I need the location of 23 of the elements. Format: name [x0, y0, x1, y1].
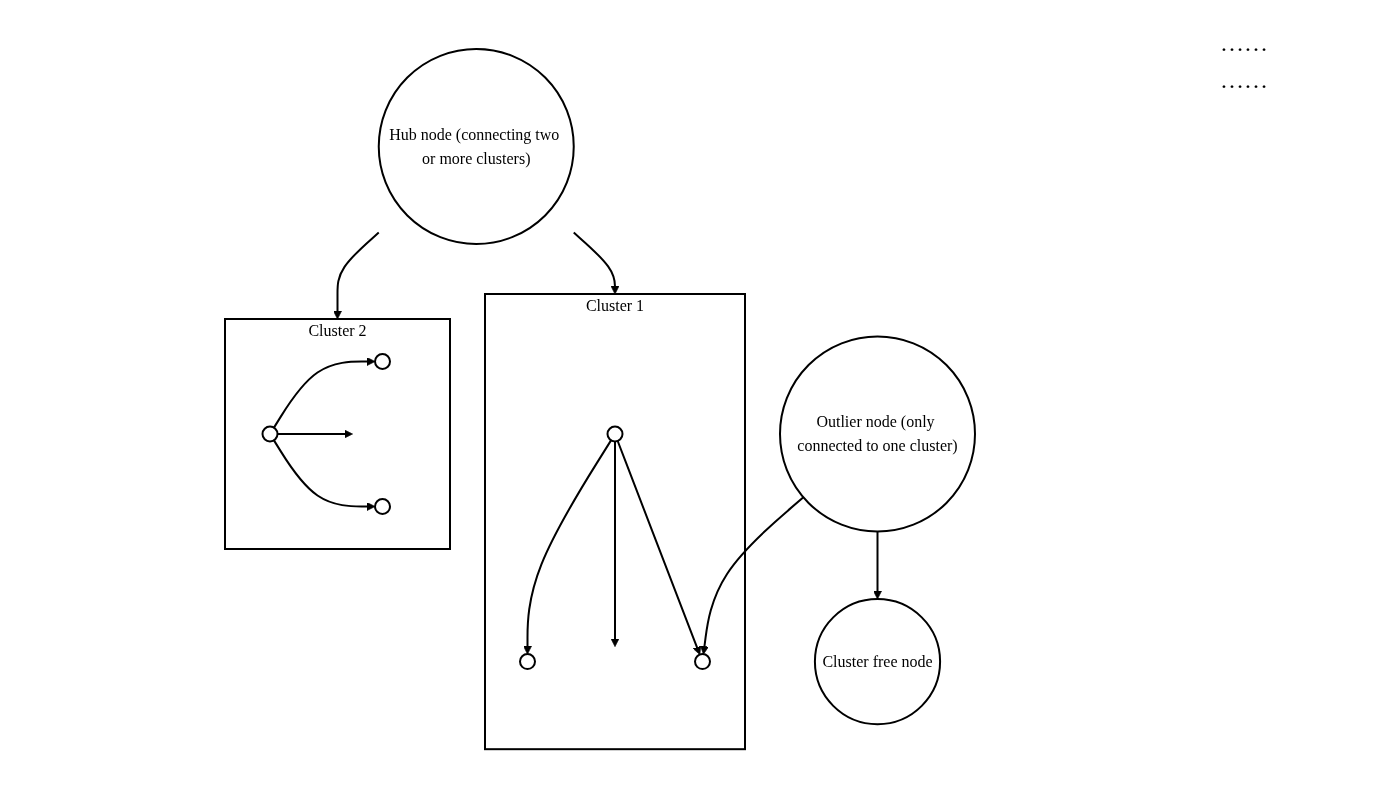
arrow	[272, 357, 376, 430]
node-circle	[261, 425, 279, 443]
arrow	[333, 232, 380, 320]
node-circle	[374, 353, 391, 371]
ellipsis-label: ……	[1220, 30, 1269, 57]
node-circle	[694, 653, 711, 671]
ellipsis-label: ……	[1220, 67, 1269, 94]
node-circle	[519, 653, 536, 671]
arrow	[276, 430, 353, 439]
arrow	[272, 439, 376, 512]
cluster: Cluster 2	[224, 318, 451, 551]
arrow	[523, 439, 613, 655]
arrow	[610, 440, 620, 648]
node-circle: Outlier node (only connected to one cluster)	[779, 335, 976, 533]
node-circle	[374, 498, 391, 516]
node-circle	[606, 425, 624, 443]
node-circle: Hub node (connecting two or more clusters)	[377, 48, 575, 246]
arrow	[700, 496, 805, 655]
arrow	[616, 440, 702, 656]
arrow	[873, 530, 882, 600]
cluster: Cluster 1	[484, 293, 746, 751]
node-circle: Cluster free node	[813, 598, 942, 726]
arrow	[572, 232, 620, 295]
